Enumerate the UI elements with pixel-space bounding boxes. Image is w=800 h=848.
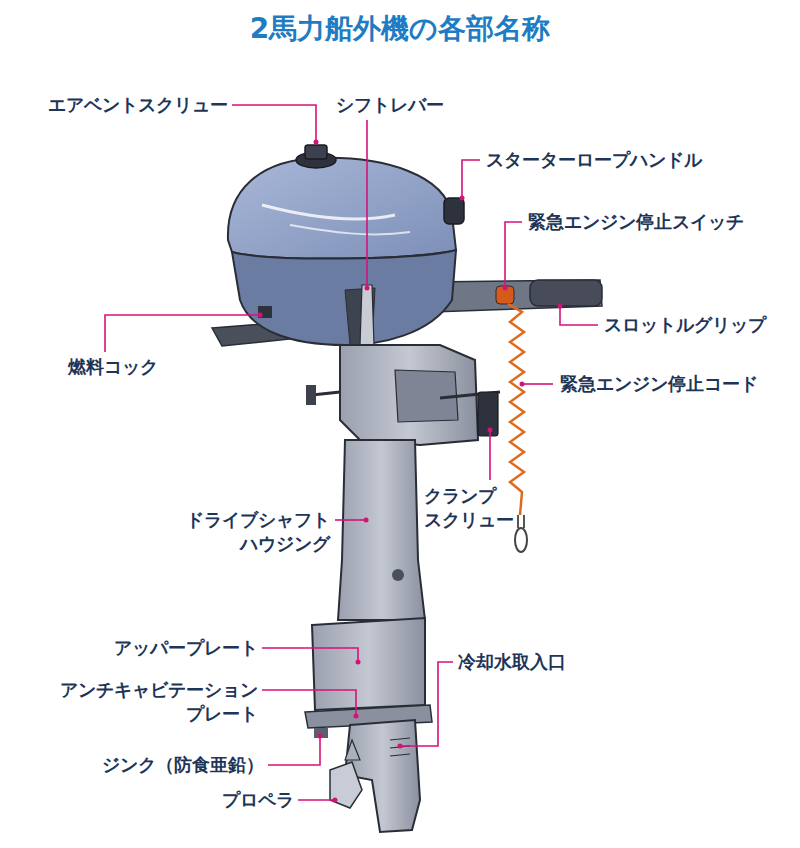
part-label: シフトレバー bbox=[336, 93, 444, 117]
diagram-title: 2馬力船外機の各部名称 bbox=[0, 10, 800, 48]
part-label: 緊急エンジン停止コード bbox=[560, 372, 758, 396]
part-label: 緊急エンジン停止スイッチ bbox=[528, 210, 744, 234]
part-label: エアベントスクリュー bbox=[48, 93, 228, 117]
part-label: スターターロープハンドル bbox=[486, 148, 702, 172]
part-label: アッパープレート bbox=[114, 636, 258, 660]
part-label: スロットルグリップ bbox=[604, 313, 766, 337]
part-label: ジンク（防食亜鉛） bbox=[102, 753, 264, 777]
part-label: 燃料コック bbox=[68, 355, 158, 379]
part-label: プロペラ bbox=[222, 788, 294, 812]
part-label: クランプ スクリュー bbox=[424, 484, 514, 533]
part-label: 冷却水取入口 bbox=[458, 650, 566, 674]
part-label: ドライブシャフト ハウジング bbox=[186, 508, 330, 557]
part-label: アンチキャビテーション プレート bbox=[60, 678, 258, 727]
